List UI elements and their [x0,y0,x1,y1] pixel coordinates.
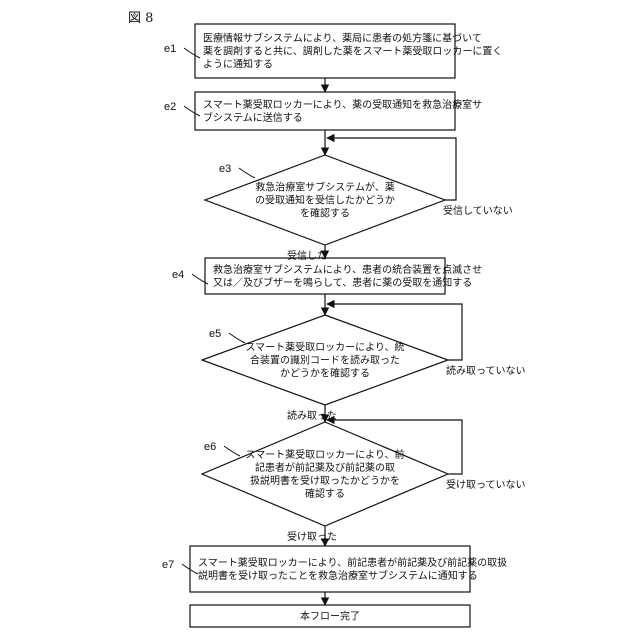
step-e1-text-line-1: 医療情報サブシステムにより、薬局に患者の処方箋に基づいて [203,32,482,45]
step-e7-label: e7 [162,559,174,571]
step-e6-no-label: 受け取っていない [446,479,526,491]
figure-label: 図 8 [128,11,153,26]
step-e6-text-line-2: 記患者が前記薬及び前記薬の取 [255,461,395,474]
step-e6-diamond [202,422,448,526]
step-e5-label-leader [229,333,245,343]
step-e1-label: e1 [164,43,176,55]
step-e2-text-line-1: スマート薬受取ロッカーにより、薬の受取通知を救急治療室サ [203,98,482,111]
step-e1-text-line-2: 薬を調剤すると共に、調剤した薬をスマート薬受取ロッカーに置く [203,45,502,58]
step-e5-text-line-1: スマート薬受取ロッカーにより、統 [245,341,404,354]
step-e2-label: e2 [164,101,176,113]
step-e5-yes-label: 読み取った [287,409,337,422]
step-e3-text-line-2: の受取通知を受信したかどうか [255,194,395,207]
step-e2-text-line-2: ブシステムに送信する [203,111,303,124]
step-e2-box [195,92,455,130]
step-e4-text-line-1: 救急治療室サブシステムにより、患者の統合装置を点滅させ [213,263,482,276]
step-e7-box [190,546,470,592]
step-e4-label: e4 [172,269,184,281]
step-e7-text-line-2: 説明書を受け取ったことを救急治療室サブシステムに通知する [198,569,478,582]
step-end-text-line-1: 本フロー完了 [300,610,360,623]
step-e3-text-line-1: 救急治療室サブシステムが、薬 [255,181,395,194]
step-e3-yes-label: 受信した [287,250,327,262]
step-e5-text-line-3: かどうかを確認する [280,367,370,380]
step-e5-label: e5 [209,328,221,340]
step-e1-text-line-3: ように通知する [203,58,273,71]
step-e3-no-label: 受信していない [443,205,513,217]
step-e6-yes-label: 受け取った [287,531,337,543]
step-e3-label-leader [239,168,255,178]
step-e5-text-line-2: 合装置の識別コードを読み取った [250,354,400,367]
step-e4-text-line-2: 又は／及びブザーを鳴らして、患者に薬の受取を通知する [213,276,472,289]
step-e7-text-line-1: スマート薬受取ロッカーにより、前記患者が前記薬及び前記薬の取扱 [198,556,507,569]
step-e6-label-leader [224,446,240,456]
step-e6-text-line-1: スマート薬受取ロッカーにより、前 [245,448,404,461]
step-e6-label: e6 [204,441,216,453]
step-e6-text-line-3: 扱説明書を受け取ったかどうかを [250,474,400,487]
step-e3-label: e3 [219,163,231,175]
step-e3-text-line-3: を確認する [300,207,350,220]
step-e5-no-label: 読み取っていない [446,364,526,377]
step-e6-text-line-4: 確認する [305,487,345,500]
